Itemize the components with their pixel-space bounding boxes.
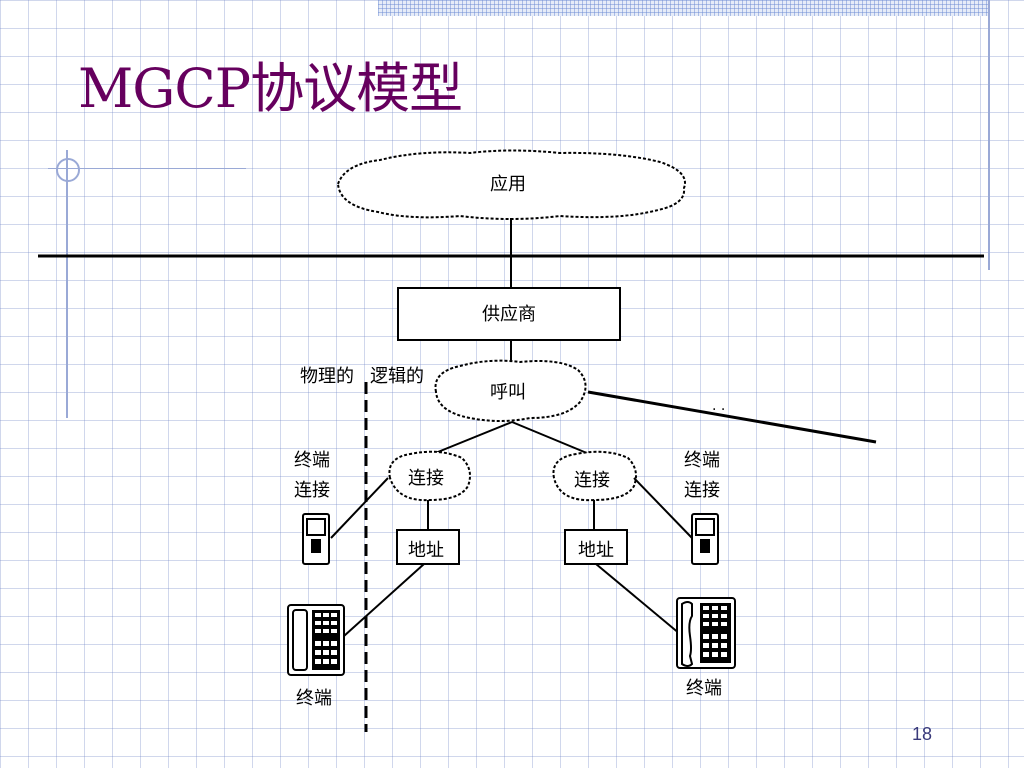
right-terminal-label: 终端 [686,678,722,699]
application-cloud [336,149,686,220]
circle-decoration [56,158,80,182]
right-terminal-connection-line-2: 连接 [684,480,720,501]
application-label: 应用 [490,174,526,195]
ellipsis-label: . . [712,398,726,414]
right-connection-cloud [552,450,637,502]
call-to-right-connection-line [511,421,595,457]
vendor-box [397,287,621,341]
left-terminal-connection-line-2: 连接 [294,480,330,501]
page-number: 18 [912,724,933,744]
horizontal-rule-decoration [48,168,246,169]
right-connection-label: 连接 [574,470,610,491]
left-address-to-phone-line [343,563,425,637]
vendor-label: 供应商 [482,304,536,325]
call-to-left-connection-line [427,421,513,457]
left-connection-to-device-line [330,477,389,539]
left-terminal-connection-device-icon [302,513,330,565]
left-address-label: 地址 [408,540,444,561]
left-rule-decoration [66,150,68,418]
call-cloud [434,359,587,422]
right-terminal-connection-device-icon [691,513,719,565]
left-terminal-connection-label: 终端 连接 [294,446,330,506]
right-address-to-phone-line [595,563,681,635]
left-terminal-connection-line-1: 终端 [294,450,330,471]
right-address-box [564,529,628,565]
left-terminal-label: 终端 [296,688,332,709]
slide-title: MGCP协议模型 [78,57,463,120]
call-extension-line [587,390,877,444]
left-connection-cloud [388,450,471,502]
right-terminal-connection-label: 终端 连接 [684,446,720,506]
right-desk-phone-icon [676,597,736,669]
logical-label: 逻辑的 [370,366,424,387]
physical-label: 物理的 [300,366,354,387]
right-address-label: 地址 [578,540,614,561]
title-bar-decoration [378,0,988,16]
left-address-box [396,529,460,565]
call-label: 呼叫 [490,382,526,403]
left-desk-phone-icon [287,604,345,676]
right-rule-decoration [988,0,990,270]
right-connection-to-device-line [633,477,693,539]
right-terminal-connection-line-1: 终端 [684,450,720,471]
left-connection-label: 连接 [408,468,444,489]
